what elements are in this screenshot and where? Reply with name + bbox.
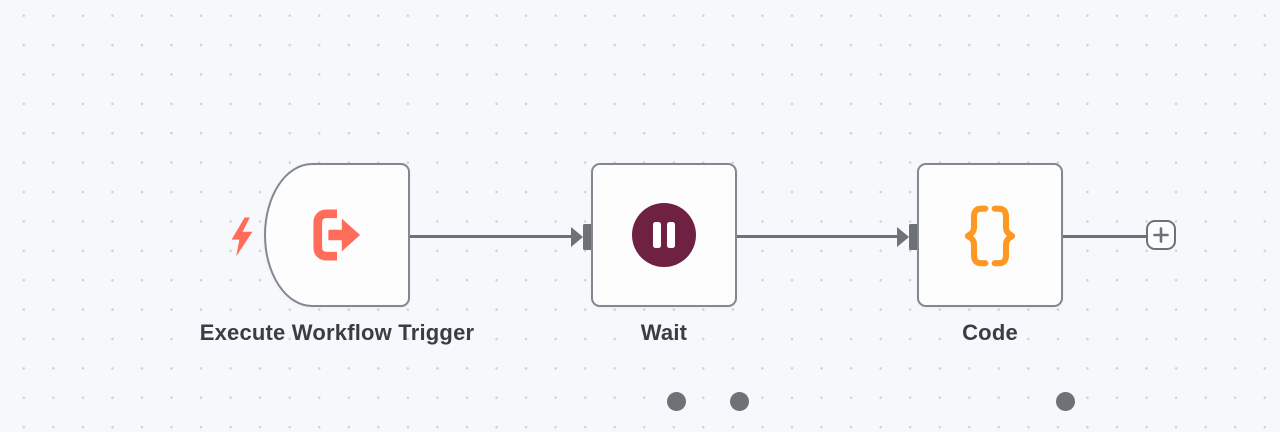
- plus-icon: [1153, 227, 1169, 243]
- connection-arrowhead-icon: [571, 226, 583, 247]
- node-wait[interactable]: [591, 163, 749, 411]
- output-port-code[interactable]: [1055, 392, 1075, 411]
- connection-wait-to-code[interactable]: [737, 235, 898, 238]
- input-port-wait[interactable]: [583, 223, 594, 250]
- output-port-execute-workflow-trigger[interactable]: [666, 392, 686, 411]
- node-label-wait: Wait: [640, 320, 688, 345]
- sign-out-arrow-icon: [266, 165, 408, 305]
- output-port-wait[interactable]: [729, 392, 749, 411]
- connection-trigger-to-wait[interactable]: [410, 235, 572, 238]
- curly-braces-icon: [919, 165, 1061, 305]
- connection-arrowhead-icon: [897, 226, 909, 247]
- node-code[interactable]: [917, 163, 1075, 411]
- add-node-button[interactable]: [1146, 220, 1176, 250]
- input-port-code[interactable]: [909, 223, 920, 250]
- node-label-code: Code: [962, 320, 1018, 345]
- lightning-bolt-icon: [231, 217, 253, 257]
- connection-code-to-add-button[interactable]: [1063, 235, 1146, 238]
- pause-icon: [593, 165, 735, 305]
- node-label-execute-workflow-trigger: Execute Workflow Trigger: [199, 320, 475, 345]
- node-execute-workflow-trigger[interactable]: [264, 163, 686, 411]
